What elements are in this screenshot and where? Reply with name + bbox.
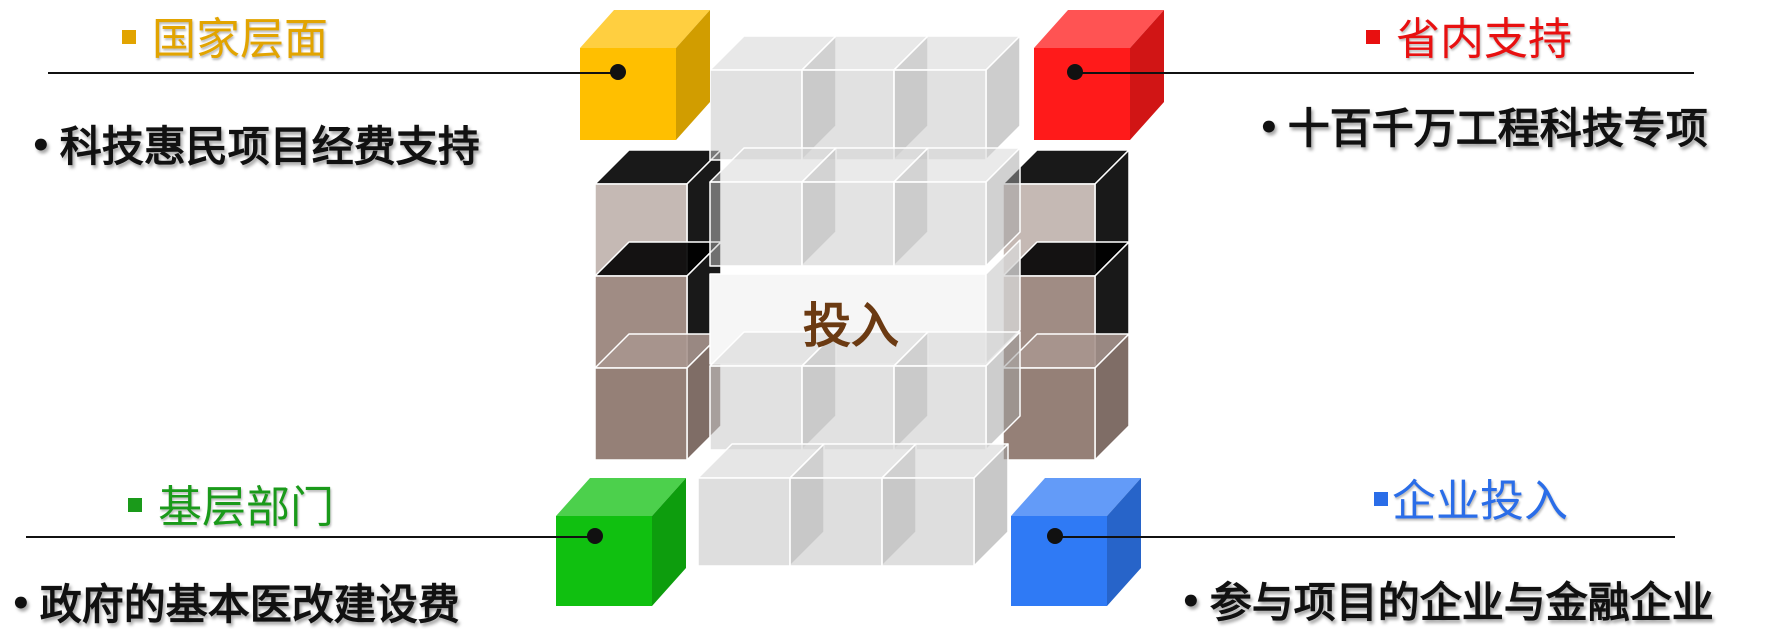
bullet-square-icon <box>1366 30 1380 44</box>
cube-top-right <box>1034 10 1164 140</box>
glass-cube-top-front <box>894 70 986 160</box>
glass-cube-upper-front <box>710 182 802 266</box>
cube-bottom-left-front <box>556 516 652 606</box>
left-column-cube-front <box>595 368 687 460</box>
divider-line <box>1055 536 1675 538</box>
glass-cube-top <box>894 36 1020 160</box>
right-column-cube <box>1003 334 1129 460</box>
item-enterprise: •参与项目的企业与金融企业 <box>1180 582 1714 624</box>
cube-top-right-front <box>1034 48 1130 140</box>
connector-dot-icon <box>587 528 603 544</box>
cube-bottom-right <box>1011 478 1141 606</box>
glass-cube-bottom-front <box>790 478 882 566</box>
bullet-square-icon <box>1374 492 1388 506</box>
glass-cube-upper-front <box>802 182 894 266</box>
item-provincial-text: 十百千万工程科技专项 <box>1288 104 1708 153</box>
item-national-text: 科技惠民项目经费支持 <box>60 122 480 171</box>
heading-national: 国家层面 <box>122 18 328 62</box>
bullet-dot-icon: • <box>30 126 52 166</box>
item-national: •科技惠民项目经费支持 <box>30 126 480 168</box>
cube-bottom-left <box>556 478 686 606</box>
cube-top-left <box>580 10 710 140</box>
heading-enterprise-text: 企业投入 <box>1392 476 1568 527</box>
bullet-dot-icon: • <box>10 584 32 624</box>
connector-dot-icon <box>610 64 626 80</box>
heading-provincial: 省内支持 <box>1366 18 1572 62</box>
heading-provincial-text: 省内支持 <box>1396 14 1572 65</box>
heading-national-text: 国家层面 <box>152 14 328 65</box>
glass-cube-lower-front <box>802 366 894 450</box>
bullet-dot-icon: • <box>1258 108 1280 148</box>
item-grassroots: •政府的基本医改建设费 <box>10 584 460 626</box>
cube-top-left-front <box>580 48 676 140</box>
left-column-cube <box>595 334 721 460</box>
connector-dot-icon <box>1047 528 1063 544</box>
bullet-square-icon <box>122 30 136 44</box>
divider-line <box>26 536 596 538</box>
heading-enterprise: 企业投入 <box>1374 480 1568 524</box>
glass-cube-bottom <box>882 444 1008 566</box>
glass-cube-lower-front <box>894 366 986 450</box>
item-enterprise-text: 参与项目的企业与金融企业 <box>1210 578 1714 627</box>
glass-cube-lower <box>894 332 1020 450</box>
item-grassroots-text: 政府的基本医改建设费 <box>40 580 460 629</box>
glass-cube-bottom-front <box>698 478 790 566</box>
bullet-dot-icon: • <box>1180 582 1202 622</box>
bullet-square-icon <box>128 498 142 512</box>
glass-cube-upper <box>894 148 1020 266</box>
glass-cube-lower-front <box>710 366 802 450</box>
connector-dot-icon <box>1067 64 1083 80</box>
glass-cube-top-front <box>802 70 894 160</box>
glass-cube-top-front <box>710 70 802 160</box>
divider-line <box>1074 72 1694 74</box>
divider-line <box>48 72 618 74</box>
center-label: 投入 <box>803 302 899 350</box>
item-provincial: •十百千万工程科技专项 <box>1258 108 1708 150</box>
glass-cube-bottom-front <box>882 478 974 566</box>
heading-grassroots: 基层部门 <box>128 486 334 530</box>
heading-grassroots-text: 基层部门 <box>158 482 334 533</box>
glass-cube-upper-front <box>894 182 986 266</box>
